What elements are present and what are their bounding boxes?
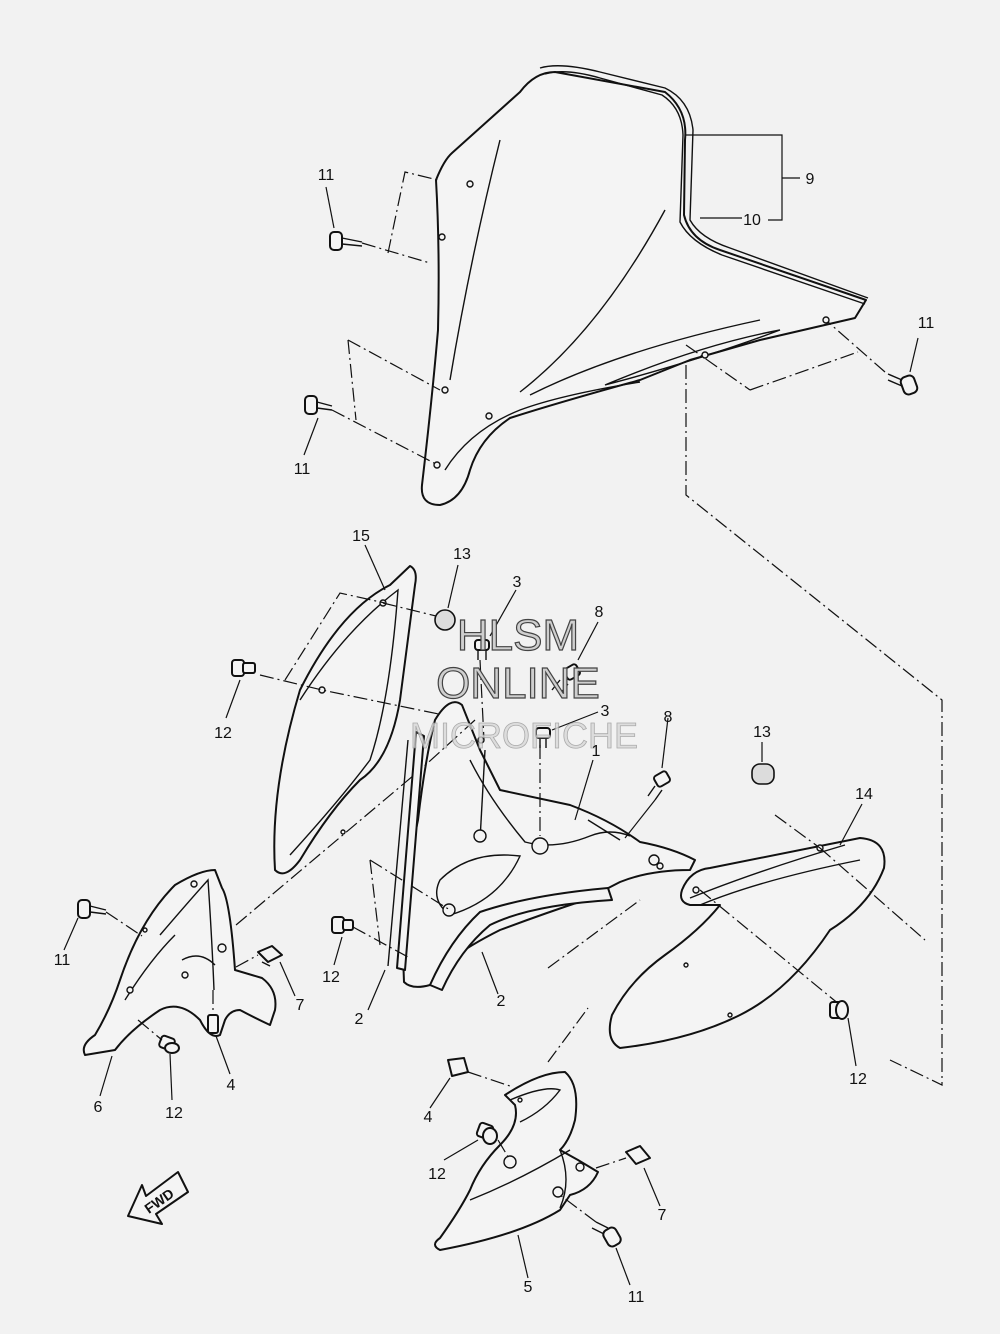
clip-nut-4-lower xyxy=(447,1057,469,1077)
callout-2: 2 xyxy=(497,993,506,1010)
screw-11-mid-left xyxy=(304,395,333,415)
watermark-line-1: HLSM xyxy=(457,611,579,660)
watermark-line-2: ONLINE xyxy=(436,659,600,708)
grommet-13-upper xyxy=(434,609,456,631)
left-panel-6 xyxy=(82,869,277,1056)
clip-nut-4-left xyxy=(207,1014,219,1034)
callout-11: 11 xyxy=(918,315,935,332)
clip-nut-7-left xyxy=(257,945,283,967)
screw-8-lower xyxy=(647,770,671,801)
callout-12: 12 xyxy=(214,725,232,742)
inner-panel-15 xyxy=(273,565,417,875)
screw-11-top-left xyxy=(329,231,363,251)
rivet-12-lower-left xyxy=(158,1034,180,1054)
callout-9: 9 xyxy=(806,171,815,188)
callout-labels: 9 10 11 11 11 11 11 15 13 3 8 3 8 12 1 1… xyxy=(54,167,935,1306)
callout-12: 12 xyxy=(428,1166,446,1183)
callout-5: 5 xyxy=(524,1279,533,1296)
trim-strip-2-left xyxy=(387,731,425,971)
callout-8: 8 xyxy=(595,604,604,621)
callout-14: 14 xyxy=(855,786,873,803)
callout-12: 12 xyxy=(849,1071,867,1088)
callout-4: 4 xyxy=(424,1109,433,1126)
trim-strip-2-right xyxy=(429,887,613,991)
callout-8: 8 xyxy=(664,709,673,726)
callout-1: 1 xyxy=(592,743,601,760)
callout-3: 3 xyxy=(513,574,522,591)
callout-11: 11 xyxy=(318,167,335,184)
watermark-line-3: MICROFICHE xyxy=(410,715,638,756)
callout-11: 11 xyxy=(294,461,311,478)
fwd-arrow-icon: FWD xyxy=(127,1171,189,1225)
watermark: HLSM ONLINE MICROFICHE xyxy=(410,610,639,756)
callout-11: 11 xyxy=(628,1289,645,1306)
windshield-seal-trim xyxy=(539,65,869,299)
callout-7: 7 xyxy=(658,1207,667,1224)
screw-11-right xyxy=(887,373,919,396)
side-panel-14 xyxy=(608,837,886,1049)
windshield-panel xyxy=(420,71,867,506)
callout-2: 2 xyxy=(355,1011,364,1028)
screw-8-upper xyxy=(551,663,581,695)
rivet-12-right xyxy=(829,1000,849,1020)
rivet-12-lower xyxy=(475,1121,498,1145)
windshield-assembly xyxy=(420,65,869,506)
callout-6: 6 xyxy=(94,1099,103,1116)
screw-3-upper xyxy=(474,639,490,660)
rivet-12-center xyxy=(331,916,354,934)
callout-15: 15 xyxy=(352,528,370,545)
screw-3-lower xyxy=(535,727,551,748)
callout-7: 7 xyxy=(296,997,305,1014)
screw-11-lower xyxy=(591,1221,622,1248)
callout-12: 12 xyxy=(165,1105,183,1122)
callout-13: 13 xyxy=(753,724,771,741)
lower-panel-5 xyxy=(434,1071,599,1251)
callout-3: 3 xyxy=(601,703,610,720)
rivet-12-upper-left xyxy=(231,659,256,677)
callout-12: 12 xyxy=(322,969,340,986)
callout-11: 11 xyxy=(54,952,71,969)
callout-13: 13 xyxy=(453,546,471,563)
callout-4: 4 xyxy=(227,1077,236,1094)
screw-11-left xyxy=(77,899,107,919)
grommet-13-lower xyxy=(751,763,775,785)
clip-nut-7-lower xyxy=(625,1145,651,1165)
callout-10: 10 xyxy=(743,212,761,229)
